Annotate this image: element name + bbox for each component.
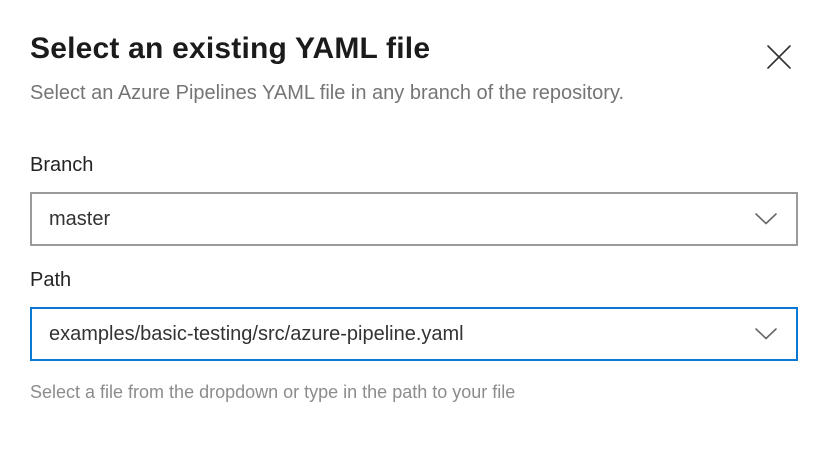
branch-label: Branch xyxy=(30,154,94,176)
path-label: Path xyxy=(30,269,72,291)
chevron-down-icon xyxy=(755,328,777,340)
path-input[interactable] xyxy=(32,309,796,359)
branch-dropdown[interactable] xyxy=(30,192,798,246)
path-dropdown-toggle[interactable] xyxy=(754,322,778,346)
close-icon xyxy=(767,45,791,69)
close-button[interactable] xyxy=(762,40,796,74)
branch-input[interactable] xyxy=(32,194,796,244)
dialog-subtitle: Select an Azure Pipelines YAML file in a… xyxy=(30,82,625,104)
chevron-down-icon xyxy=(755,213,777,225)
path-dropdown[interactable] xyxy=(30,307,798,361)
path-helper-text: Select a file from the dropdown or type … xyxy=(30,382,516,402)
page-title: Select an existing YAML file xyxy=(30,32,431,65)
branch-dropdown-toggle[interactable] xyxy=(754,207,778,231)
